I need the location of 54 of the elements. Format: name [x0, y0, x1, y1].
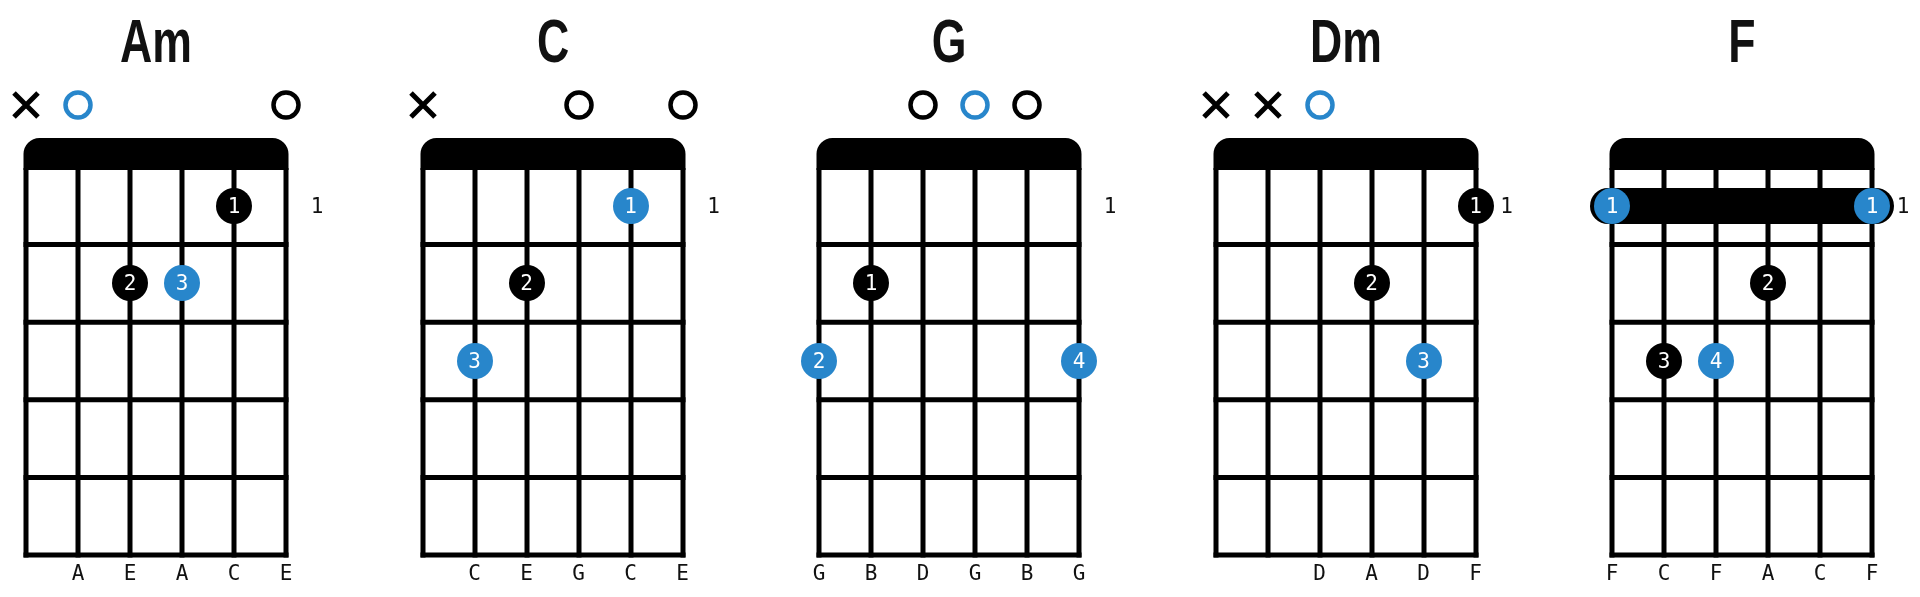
finger-dot: 3: [456, 343, 493, 379]
finger-dot: 2: [1750, 265, 1786, 302]
finger-dot: 1: [1594, 187, 1630, 224]
string-note: C: [226, 561, 242, 585]
string-note: G: [811, 561, 827, 585]
string-note: D: [1416, 561, 1431, 585]
string-note: F: [1708, 561, 1724, 585]
string-note: A: [70, 561, 86, 585]
string-note: B: [863, 561, 879, 585]
string-note: G: [1071, 561, 1087, 585]
fret-number: 1: [706, 193, 721, 218]
string-note: C: [467, 561, 482, 585]
finger-dot: 3: [164, 265, 200, 302]
finger-dot: 1: [1457, 187, 1494, 224]
finger-dot: 2: [1353, 265, 1390, 302]
string-note: C: [1812, 561, 1828, 585]
string-note: A: [1364, 561, 1379, 585]
string-note: C: [623, 561, 638, 585]
string-note: A: [174, 561, 190, 585]
finger-dot: 3: [1646, 343, 1682, 379]
finger-dot: 2: [112, 265, 148, 302]
finger-dot: 2: [508, 265, 545, 302]
fret-number: 1: [1102, 193, 1118, 218]
finger-dot: 4: [1061, 343, 1097, 379]
chord-name: Am: [120, 10, 192, 72]
string-note: E: [519, 561, 534, 585]
string-note: B: [1019, 561, 1035, 585]
finger-dot: 4: [1698, 343, 1734, 379]
finger-dot: 1: [612, 187, 649, 224]
fret-number: 1: [1499, 193, 1514, 218]
finger-dot: 3: [1405, 343, 1442, 379]
string-note: C: [1656, 561, 1672, 585]
chord-name: F: [1728, 10, 1756, 72]
string-note: D: [915, 561, 931, 585]
string-note: E: [278, 561, 294, 585]
string-note: F: [1468, 561, 1483, 585]
string-note: A: [1760, 561, 1776, 585]
string-note: F: [1864, 561, 1880, 585]
string-note: G: [571, 561, 586, 585]
chord-name: G: [931, 10, 967, 72]
fret-number: 1: [1895, 193, 1911, 218]
barre-bar: [1590, 187, 1894, 224]
finger-dot: 1: [853, 265, 889, 302]
string-note: F: [1604, 561, 1620, 585]
finger-dot: 1: [1854, 187, 1890, 224]
finger-dot: 1: [216, 187, 252, 224]
finger-dot: 2: [801, 343, 837, 379]
fret-number: 1: [309, 193, 325, 218]
string-note: D: [1312, 561, 1327, 585]
chord-name: Dm: [1309, 10, 1382, 72]
chord-name: C: [536, 10, 569, 72]
string-note: E: [675, 561, 690, 585]
string-note: E: [122, 561, 138, 585]
string-note: G: [967, 561, 983, 585]
